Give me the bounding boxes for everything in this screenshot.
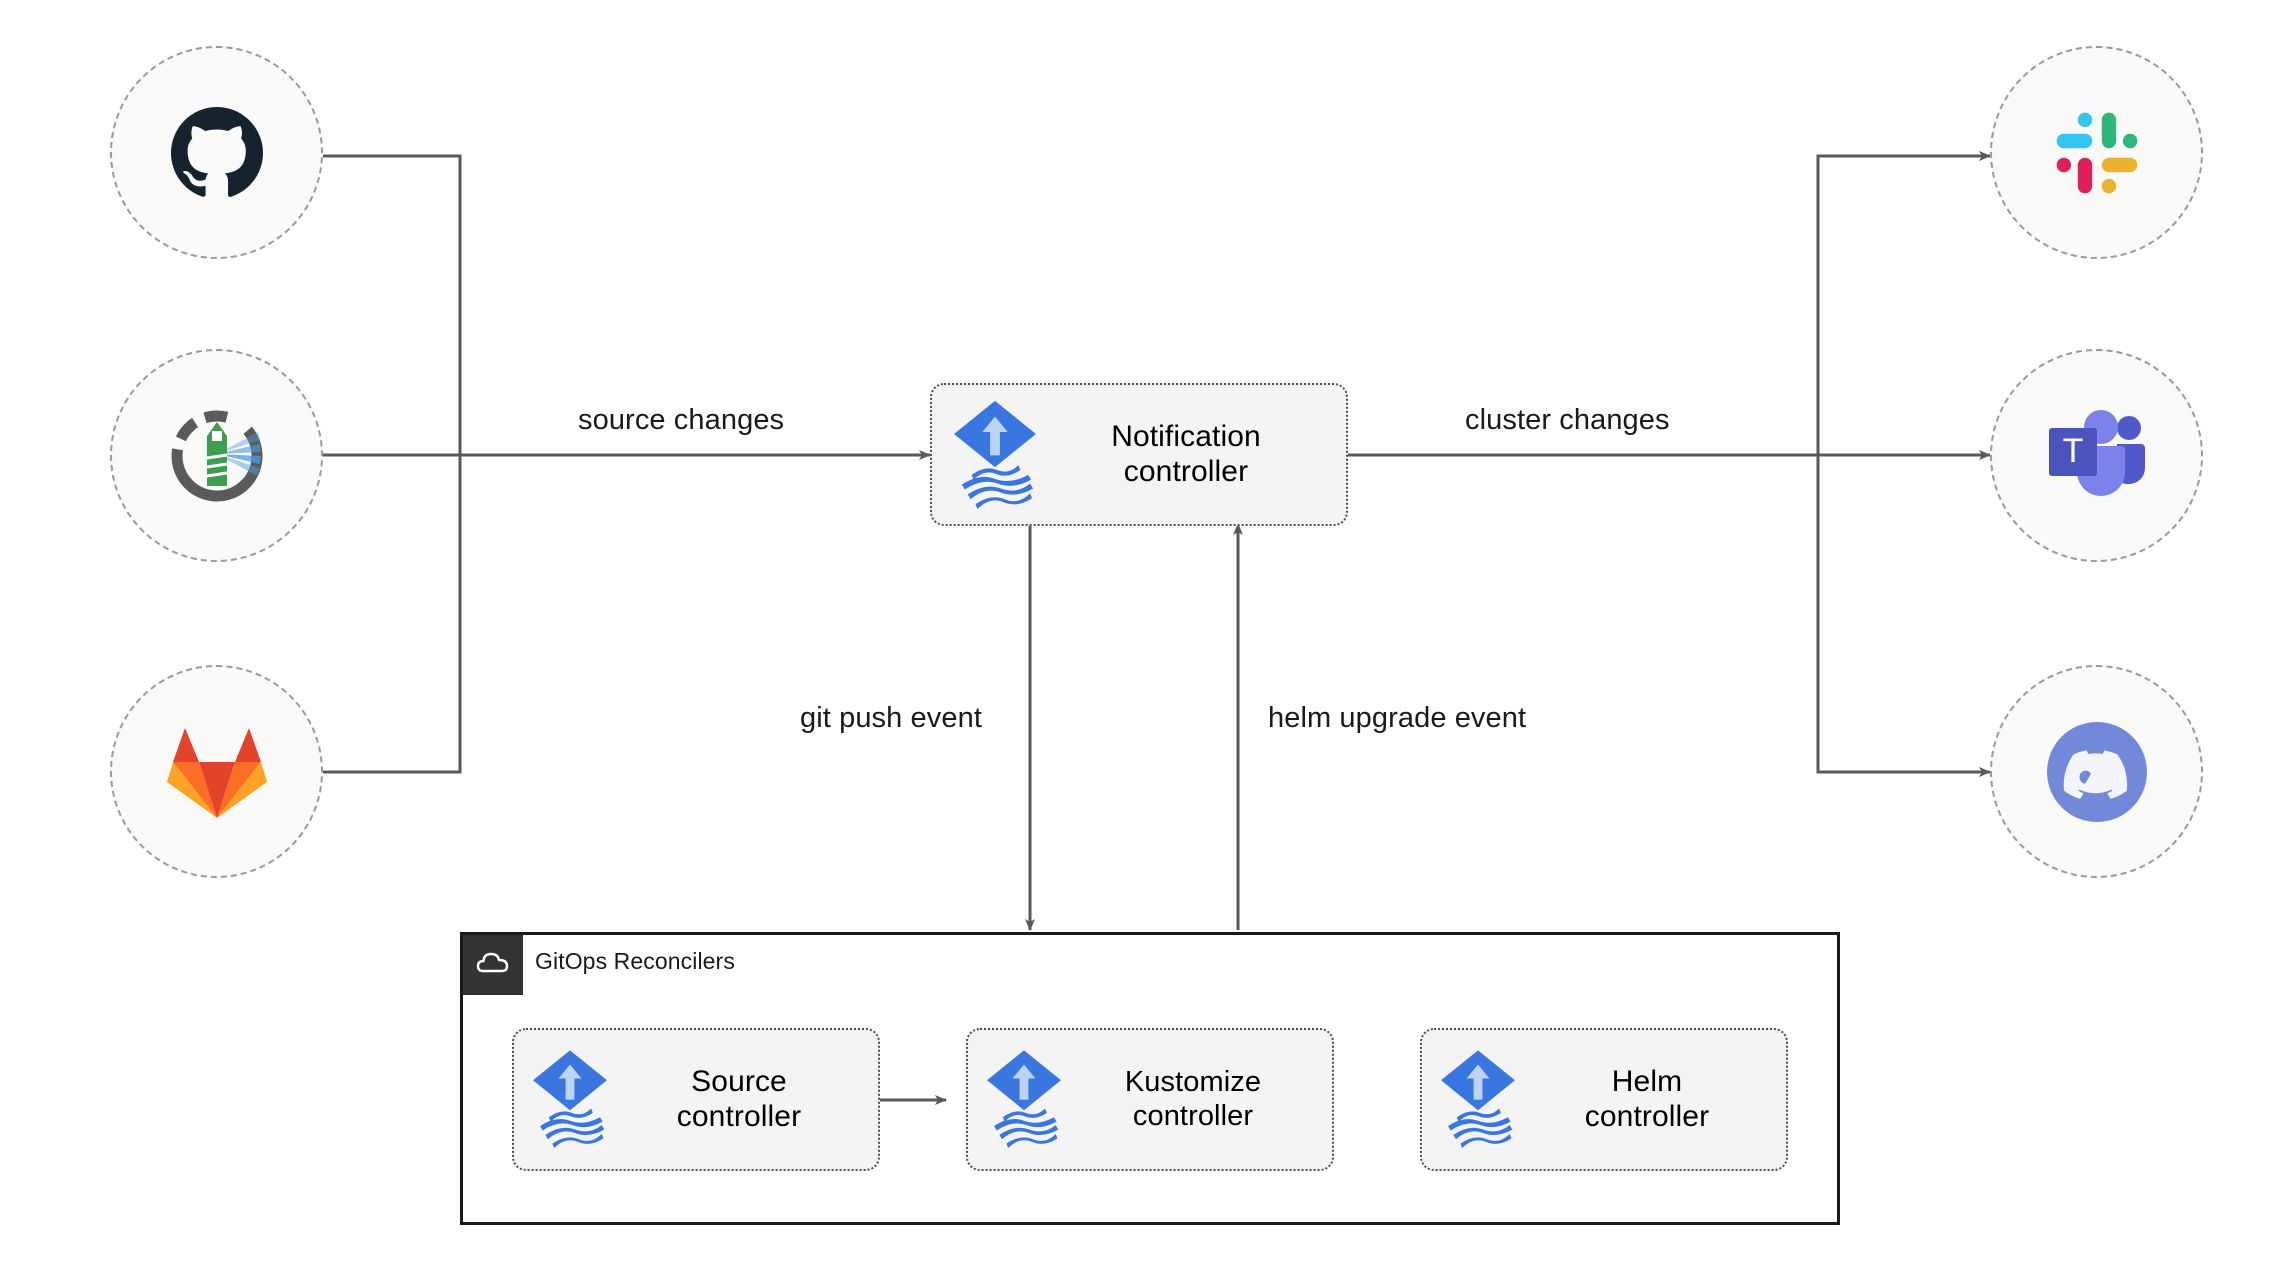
wire-gitlab: [323, 455, 462, 774]
source-node-gitlab[interactable]: [110, 665, 323, 878]
source-node-github[interactable]: [110, 46, 323, 259]
target-node-discord[interactable]: [1990, 665, 2203, 878]
slack-logo: [2049, 105, 2145, 201]
teams-logo: T: [2045, 408, 2149, 504]
wire-discord: [1816, 455, 1991, 777]
flux-logo: [946, 395, 1044, 515]
helm-controller-label: Helm controller: [1584, 1064, 1710, 1133]
source-controller-box[interactable]: Source controller: [512, 1028, 880, 1171]
gitops-reconcilers-group: GitOps Reconcilers: [460, 932, 1840, 1225]
gitops-group-title: GitOps Reconcilers: [535, 948, 735, 974]
kustomize-controller-box[interactable]: Kustomize controller: [966, 1028, 1334, 1171]
flux-lighthouse-logo: [165, 404, 269, 508]
notification-controller-label: Notification controller: [1111, 419, 1261, 488]
edge-label-helm-upgrade-event: helm upgrade event: [1268, 702, 1527, 734]
wire-github: [323, 154, 462, 455]
svg-text:T: T: [2062, 432, 2083, 470]
edge-label-source-changes: source changes: [578, 404, 785, 436]
edge-label-cluster-changes: cluster changes: [1465, 404, 1670, 436]
github-logo: [167, 103, 267, 203]
cloud-icon: [476, 950, 510, 981]
gitops-group-tab: [463, 935, 523, 995]
flux-logo: [526, 1045, 614, 1154]
kustomize-controller-label: Kustomize controller: [1124, 1065, 1262, 1132]
notification-controller-box[interactable]: Notification controller: [930, 383, 1348, 526]
discord-logo: [2041, 716, 2153, 828]
source-node-flux[interactable]: [110, 349, 323, 562]
flux-logo: [1434, 1045, 1522, 1154]
wire-slack: [1816, 151, 1991, 455]
target-node-teams[interactable]: T: [1990, 349, 2203, 562]
helm-controller-box[interactable]: Helm controller: [1420, 1028, 1788, 1171]
source-controller-label: Source controller: [676, 1064, 802, 1133]
target-node-slack[interactable]: [1990, 46, 2203, 259]
edge-label-git-push-event: git push event: [800, 702, 982, 734]
flux-logo: [980, 1045, 1068, 1154]
gitlab-logo: [165, 722, 269, 822]
